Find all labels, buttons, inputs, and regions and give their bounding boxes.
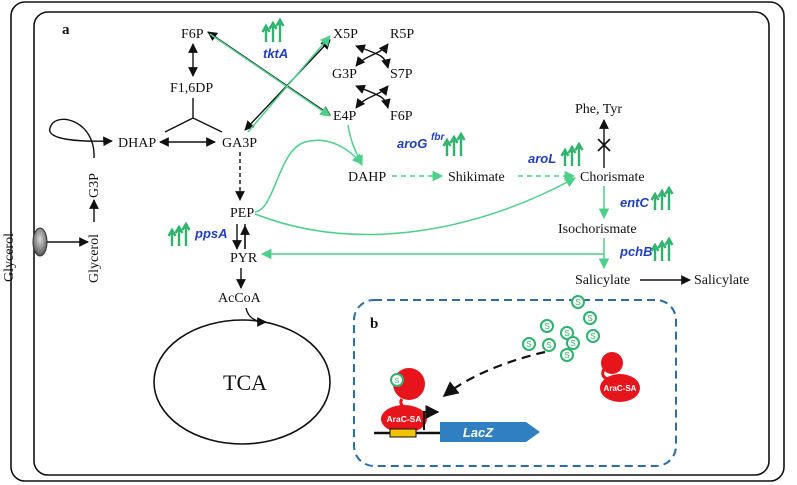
salicylate-molecules: [522, 295, 600, 362]
metabolite-ga3p: GA3P: [222, 136, 257, 151]
biosensor-panel-box: [353, 299, 677, 467]
gene-aroL: aroL: [528, 151, 556, 166]
metabolite-glycerol-external: Glycerol: [2, 233, 17, 282]
promoter-region: [389, 428, 417, 438]
overexpression-arrows-aroL: [560, 142, 584, 168]
metabolite-dahp: DAHP: [348, 170, 386, 185]
metabolite-salicylate-external: Salicylate: [694, 273, 749, 288]
overexpression-arrows-aroG: [442, 132, 466, 158]
metabolite-pyr: PYR: [230, 251, 258, 266]
metabolite-isochorismate: Isochorismate: [558, 222, 637, 237]
svg-text:AraC-SA: AraC-SA: [604, 384, 637, 393]
overexpression-arrows-pchB: [650, 237, 674, 263]
metabolite-tca: TCA: [223, 370, 267, 395]
svg-text:S: S: [544, 322, 549, 331]
svg-text:S: S: [570, 339, 575, 348]
metabolite-f6p-ppp: F6P: [390, 109, 413, 124]
svg-text:S: S: [564, 351, 569, 360]
metabolite-glycerol-internal: Glycerol: [87, 234, 102, 283]
cell-outer-membrane: [10, 1, 785, 482]
metabolite-e4p: E4P: [333, 109, 357, 124]
metabolite-salicylate: Salicylate: [575, 273, 630, 288]
svg-text:S: S: [587, 314, 592, 323]
knockout-cross-icon: [597, 138, 611, 152]
metabolite-pep: PEP: [230, 206, 254, 221]
svg-text:S: S: [590, 332, 595, 341]
gene-entC: entC: [620, 195, 650, 210]
araC-sa-free-regulator: AraC-SA: [600, 352, 640, 402]
gene-pchB: pchB: [619, 244, 653, 259]
svg-text:S: S: [546, 341, 551, 350]
transcription-start-arrow: [423, 405, 440, 430]
metabolite-accoa: AcCoA: [218, 291, 262, 306]
metabolite-s7p: S7P: [390, 67, 413, 82]
tca-cycle-circle: [153, 319, 331, 445]
gene-aroG-superscript: fbr: [431, 132, 445, 143]
overexpression-arrows-entC: [650, 186, 674, 212]
svg-text:S: S: [526, 340, 531, 349]
svg-text:S: S: [564, 329, 569, 338]
gene-tktA: tktA: [263, 46, 288, 61]
metabolite-f16dp: F1,6DP: [170, 81, 213, 96]
araC-sa-bound-regulator: S AraC-SA: [381, 368, 427, 433]
green-pathway-arrows: [209, 33, 610, 270]
metabolite-x5p: X5P: [333, 27, 358, 42]
glycerol-transporter: [32, 227, 48, 257]
lacz-gene: [440, 422, 540, 442]
metabolite-g3p-side: G3P: [87, 173, 102, 198]
metabolite-f6p: F6P: [181, 27, 204, 42]
svg-text:S: S: [575, 298, 580, 307]
metabolite-dhap: DHAP: [118, 136, 156, 151]
metabolite-r5p: R5P: [390, 27, 414, 42]
overexpression-arrows-ppsA: [167, 222, 191, 248]
panel-label-a: a: [62, 22, 70, 38]
svg-text:AraC-SA: AraC-SA: [387, 414, 422, 424]
metabolite-g3p-ppp: G3P: [332, 67, 357, 82]
metabolite-shikimate: Shikimate: [448, 170, 505, 185]
salicylate-molecule-labels: S S S S S S S S S: [526, 298, 595, 360]
gene-ppsA: ppsA: [194, 226, 228, 241]
panel-label-b: b: [370, 316, 378, 332]
svg-text:S: S: [395, 378, 400, 385]
overexpression-arrows-tktA: [261, 18, 285, 44]
gene-aroG: aroG: [397, 136, 427, 151]
metabolite-phe-tyr: Phe, Tyr: [575, 102, 622, 117]
ligand-binding-arrow: [442, 350, 546, 397]
metabolite-chorismate: Chorismate: [580, 170, 645, 185]
lacz-label: LacZ: [463, 425, 494, 440]
